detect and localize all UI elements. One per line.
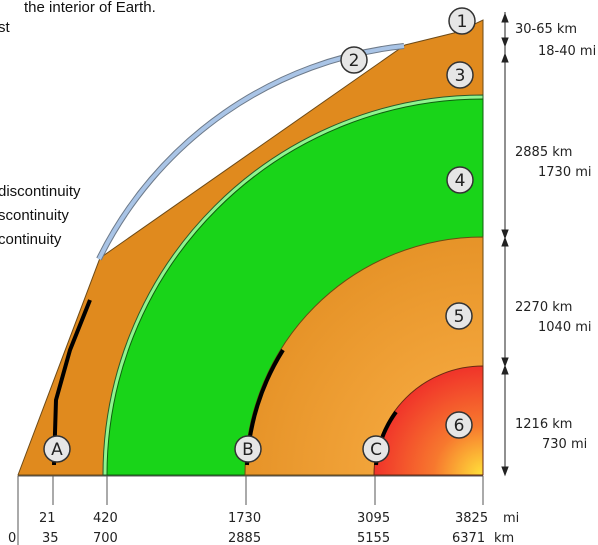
axis-mi-tick-3825: 3825 — [455, 511, 488, 526]
axis-km-tick-0: 0 — [8, 531, 16, 545]
svg-text:A: A — [51, 440, 63, 460]
layer-marker-1: 1 — [448, 7, 476, 35]
svg-text:C: C — [370, 440, 382, 460]
title-line-1: the interior of Earth. — [24, 0, 156, 16]
discontinuity-label-1: discontinuity — [0, 183, 81, 200]
boundary-marker-b: B — [234, 435, 262, 463]
title-line-2: st — [0, 19, 11, 36]
axis-km-tick-5155: 5155 — [357, 531, 390, 545]
svg-text:2: 2 — [349, 51, 360, 71]
bottom-axis — [17, 475, 484, 545]
axis-mi-tick-420: 420 — [93, 511, 118, 526]
thickness-inner-core-mi: 730 mi — [542, 437, 587, 452]
thickness-outer-core-km: 2270 km — [515, 300, 572, 315]
layer-marker-2: 2 — [340, 46, 368, 74]
svg-text:3: 3 — [455, 66, 466, 86]
axis-km-tick-6371: 6371 — [452, 531, 485, 545]
discontinuity-label-2: scontinuity — [0, 207, 69, 224]
layer-marker-5: 5 — [445, 302, 473, 330]
svg-text:B: B — [242, 440, 254, 460]
axis-km-tick-700: 700 — [93, 531, 118, 545]
axis-km-unit: km — [494, 531, 514, 545]
layer-marker-4: 4 — [446, 166, 474, 194]
axis-km-tick-35: 35 — [42, 531, 59, 545]
axis-km-tick-2885: 2885 — [228, 531, 261, 545]
layer-marker-6: 6 — [445, 411, 473, 439]
thickness-outer-core-mi: 1040 mi — [538, 320, 592, 335]
axis-mi-tick-3095: 3095 — [357, 511, 390, 526]
svg-text:1: 1 — [457, 12, 468, 32]
layer-marker-3: 3 — [446, 61, 474, 89]
thickness-scale — [501, 12, 509, 477]
thickness-crust-km: 30-65 km — [515, 22, 577, 37]
thickness-crust-mi: 18-40 mi — [538, 44, 596, 59]
discontinuity-label-3: continuity — [0, 231, 62, 248]
thickness-mantle-mi: 1730 mi — [538, 165, 592, 180]
axis-mi-tick-21: 21 — [39, 511, 56, 526]
thickness-inner-core-km: 1216 km — [515, 417, 572, 432]
thickness-mantle-km: 2885 km — [515, 145, 572, 160]
boundary-marker-c: C — [362, 435, 390, 463]
axis-mi-tick-1730: 1730 — [228, 511, 261, 526]
mohorovicic-discontinuity-line — [52, 299, 92, 466]
boundary-marker-a: A — [43, 435, 71, 463]
svg-text:4: 4 — [455, 171, 466, 191]
axis-mi-unit: mi — [503, 511, 519, 526]
svg-text:5: 5 — [454, 307, 465, 327]
svg-text:6: 6 — [454, 416, 465, 436]
